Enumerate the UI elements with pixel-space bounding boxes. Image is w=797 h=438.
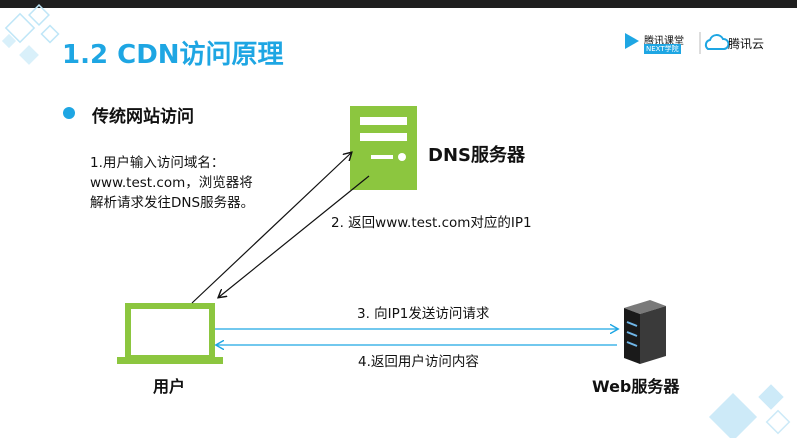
logo-next-text: NEXT学院 [644,44,681,54]
step1-line: 1.用户输入访问域名： [90,155,225,171]
user-laptop-icon [117,303,223,364]
web-server-icon [624,300,666,364]
arrow-dns-to-user [219,175,370,297]
top-bar [0,0,797,8]
page-title: 1.2 CDN访问原理 [62,40,284,70]
step1-text: 1.用户输入访问域名： www.test.com，浏览器将 解析请求发往DNS服… [90,153,254,213]
logo-tencent-cloud-text: 腾讯云 [728,37,765,51]
step4-text: 4.返回用户访问内容 [358,354,479,370]
step3-text: 3. 向IP1发送访问请求 [357,306,490,322]
section-subtitle: 传统网站访问 [92,107,194,127]
dns-server-label: DNS服务器 [428,145,525,166]
bullet-icon [63,107,75,119]
web-server-label: Web服务器 [592,377,680,396]
step2-text: 2. 返回www.test.com对应的IP1 [331,215,532,231]
user-label: 用户 [153,377,186,396]
dns-server-icon [350,106,417,190]
logo-classroom-text: 腾讯课堂 [644,36,684,47]
step1-line: 解析请求发往DNS服务器。 [90,195,255,211]
step1-line: www.test.com，浏览器将 [90,175,253,191]
arrow-user-to-dns [191,153,351,304]
tencent-classroom-logo [625,32,730,54]
logo-area: 腾讯课堂 NEXT学院 腾讯云 [622,30,772,56]
